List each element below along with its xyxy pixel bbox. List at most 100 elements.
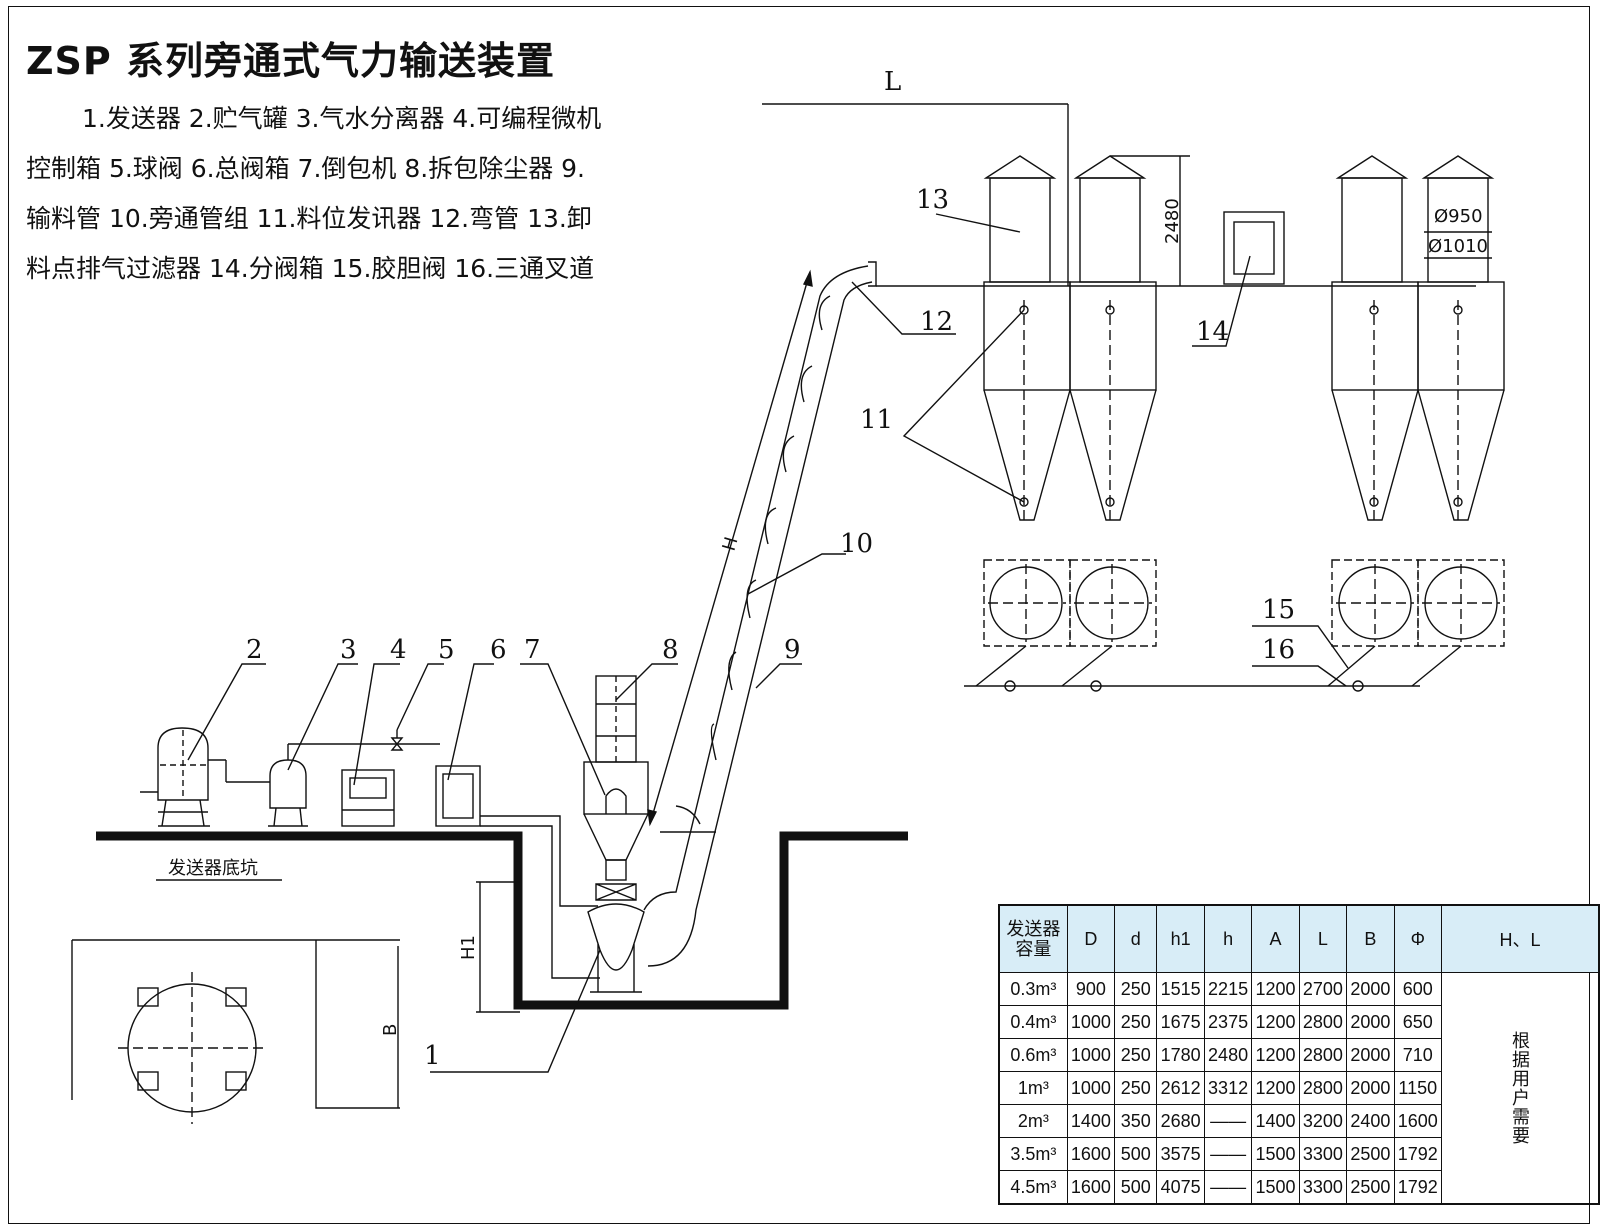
table-cell: 1780 [1156, 1038, 1205, 1072]
table-cell: 2800 [1298, 1071, 1348, 1105]
table-cell: 2000 [1346, 1005, 1395, 1039]
table-cell: 1675 [1156, 1005, 1205, 1039]
table-cell: 650 [1393, 1005, 1442, 1039]
table-cell: 1200 [1251, 1071, 1300, 1105]
callout-13: 13 [916, 185, 949, 215]
table-cell: 0.6m³ [998, 1038, 1068, 1072]
branch-valve-box [1223, 211, 1285, 285]
legend-line: 1.发送器 2.贮气罐 3.气水分离器 4.可编程微机 [82, 104, 602, 133]
table-cell: 1500 [1251, 1170, 1300, 1205]
drawing-frame [8, 6, 1590, 1224]
spec-header-capacity: 发送器 容量 [998, 904, 1068, 973]
callout-4: 4 [390, 635, 407, 665]
callout-14: 14 [1196, 317, 1229, 347]
silo-plan-view [964, 559, 1505, 692]
table-cell: 1600 [1066, 1170, 1116, 1205]
table-cell: 1792 [1393, 1170, 1442, 1205]
callout-numbers: 1 2 3 4 5 6 7 8 9 10 11 12 13 14 15 16 [246, 185, 1295, 1071]
table-cell: 1200 [1251, 1038, 1300, 1072]
table-cell: 500 [1114, 1137, 1158, 1171]
callout-10: 10 [840, 529, 873, 559]
bag-dump-station [583, 675, 649, 993]
callout-2: 2 [246, 635, 263, 665]
table-row: 0.3m³ 900 250 1515 2215 1200 2700 2000 6… [998, 972, 1600, 1205]
spec-header: D [1066, 904, 1116, 973]
silo [1069, 155, 1157, 521]
dim-B: B [380, 1024, 401, 1036]
table-cell: 500 [1114, 1170, 1158, 1205]
spec-header: H、L [1440, 904, 1600, 973]
table-cell: 600 [1393, 972, 1442, 1006]
silo [983, 155, 1071, 521]
silo [1331, 155, 1419, 521]
ground-and-pit [96, 831, 908, 1010]
callout-11: 11 [860, 405, 893, 435]
table-cell: 2800 [1298, 1038, 1348, 1072]
dim-950: Ø950 [1434, 206, 1483, 227]
ball-valve [390, 730, 404, 751]
callout-12: 12 [920, 307, 953, 337]
table-cell: 2700 [1298, 972, 1348, 1006]
table-cell: —— [1203, 1137, 1253, 1171]
conveying-pipe [643, 261, 877, 967]
spec-table: 发送器 容量 D d h1 h A L B Φ H、L 0.3m³ 900 25… [998, 904, 1600, 1205]
table-cell: 0.4m³ [998, 1005, 1068, 1039]
dimension-H [647, 269, 813, 833]
table-cell: 4075 [1156, 1170, 1205, 1205]
table-cell: 2800 [1298, 1005, 1348, 1039]
table-cell: 2215 [1203, 972, 1253, 1006]
page-title: ZSP 系列旁通式气力输送装置 [26, 39, 556, 83]
spec-header: L [1298, 904, 1348, 973]
table-cell: 1792 [1393, 1137, 1442, 1171]
dim-H: H [719, 535, 743, 554]
table-row: 0.6m³ 1000 250 1780 2480 1200 2800 2000 … [998, 1038, 1599, 1072]
dimension-H1 [476, 881, 520, 1013]
table-cell: 1200 [1251, 1005, 1300, 1039]
control-box [341, 769, 395, 827]
table-cell: 1000 [1066, 1038, 1116, 1072]
table-cell: 3200 [1298, 1104, 1348, 1138]
foundation-plan [71, 939, 400, 1124]
spec-header-capacity-line: 容量 [1015, 939, 1052, 959]
table-cell: 1150 [1393, 1071, 1442, 1105]
table-cell: 2m³ [998, 1104, 1068, 1138]
spec-header: A [1251, 904, 1300, 973]
table-row: 2m³ 1400 350 2680 —— 1400 3200 2400 1600 [998, 1104, 1599, 1138]
legend-line: 控制箱 5.球阀 6.总阀箱 7.倒包机 8.拆包除尘器 9. [26, 154, 585, 183]
dimension-lines [762, 103, 1492, 286]
table-cell: 2500 [1346, 1137, 1395, 1171]
table-cell: 2480 [1203, 1038, 1253, 1072]
table-cell: 2612 [1156, 1071, 1205, 1105]
table-cell: 1m³ [998, 1071, 1068, 1105]
table-cell: 3.5m³ [998, 1137, 1068, 1171]
table-cell: 2400 [1346, 1104, 1395, 1138]
table-cell: 1200 [1251, 972, 1300, 1006]
table-cell: 1000 [1066, 1005, 1116, 1039]
table-cell: 250 [1114, 972, 1158, 1006]
table-cell: 2000 [1346, 972, 1395, 1006]
spec-header-capacity-line: 发送器 [1006, 919, 1061, 939]
table-cell: 1000 [1066, 1071, 1116, 1105]
spec-header: d [1114, 904, 1158, 973]
spec-header: h [1203, 904, 1253, 973]
table-cell: 1515 [1156, 972, 1205, 1006]
water-separator [268, 743, 440, 827]
table-cell: 1400 [1066, 1104, 1116, 1138]
table-cell: 1600 [1066, 1137, 1116, 1171]
table-cell: 0.3m³ [998, 972, 1068, 1006]
spec-header: B [1346, 904, 1395, 973]
table-cell: 250 [1114, 1071, 1158, 1105]
table-cell: 2680 [1156, 1104, 1205, 1138]
table-row: 0.4m³ 1000 250 1675 2375 1200 2800 2000 … [998, 1005, 1599, 1039]
main-valve-box [435, 765, 600, 979]
dim-1010: Ø1010 [1428, 236, 1488, 257]
table-row: 3.5m³ 1600 500 3575 —— 1500 3300 2500 17… [998, 1137, 1599, 1171]
silo [1417, 155, 1505, 521]
table-cell: 3300 [1298, 1137, 1348, 1171]
table-cell: —— [1203, 1104, 1253, 1138]
legend-line: 料点排气过滤器 14.分阀箱 15.胶胆阀 16.三通叉道 [26, 254, 595, 283]
leader-lines [187, 213, 1349, 1073]
table-cell: 4.5m³ [998, 1170, 1068, 1205]
table-cell: 1500 [1251, 1137, 1300, 1171]
